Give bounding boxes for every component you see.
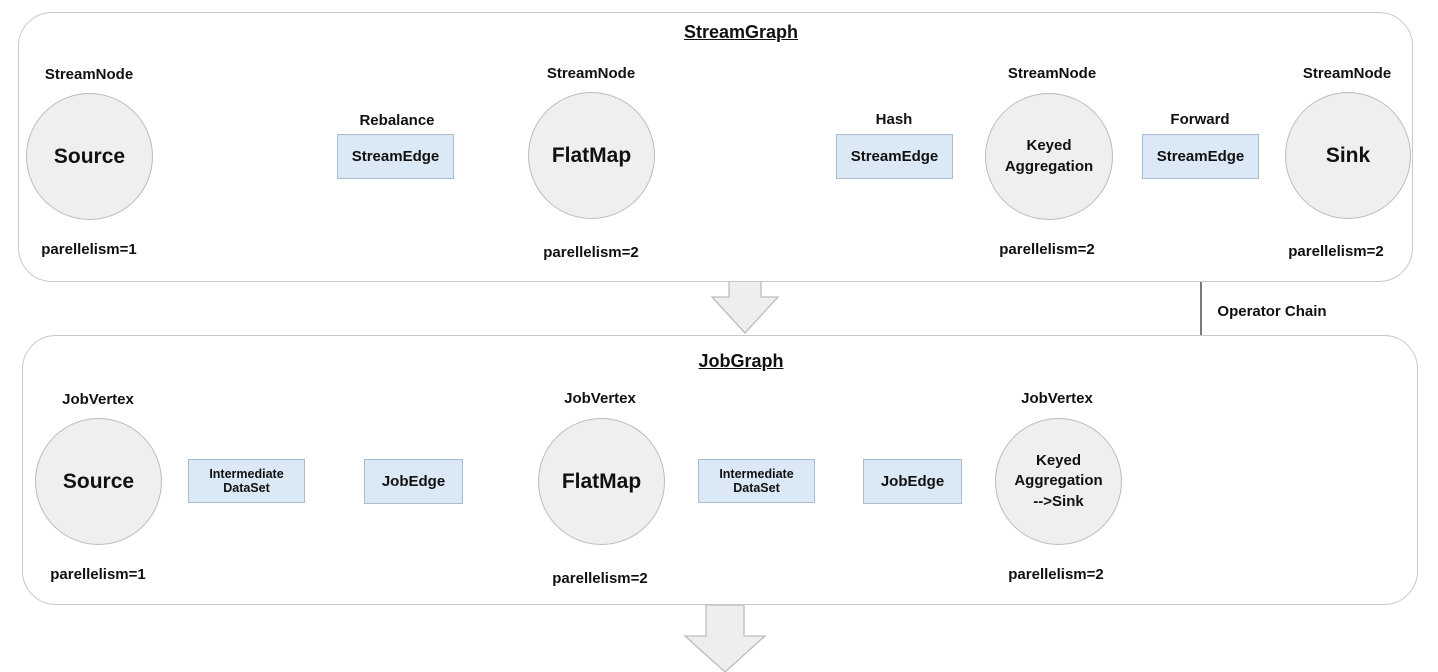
jobvertex-flatmap: FlatMap [538,418,665,545]
rebalance-label: Rebalance [359,112,435,129]
jobgraph-title: JobGraph [698,351,784,371]
streamnode-sink: Sink [1285,92,1411,219]
streamnode-sink-parallelism: parellelism=2 [1288,243,1384,260]
jobedge-1: JobEdge [364,459,463,504]
jobvertex-caption-flatmap: JobVertex [564,390,636,407]
streamedge-hash: StreamEdge [836,134,953,179]
hash-label: Hash [875,111,913,128]
intermediate-dataset-2-line1: Intermediate [719,466,794,481]
intermediate-dataset-1-line1: Intermediate [209,466,284,481]
jobvertex-flatmap-label: FlatMap [561,469,642,493]
streamnode-caption-flatmap: StreamNode [546,65,636,82]
jobvertex-source: Source [35,418,162,545]
streamnode-source-parallelism: parellelism=1 [41,241,137,258]
streamnode-caption-sink: StreamNode [1302,65,1392,82]
streamnode-flatmap-label: FlatMap [551,143,632,167]
jobvertex-caption-source: JobVertex [62,391,134,408]
intermediate-dataset-2-line2: DataSet [733,481,780,495]
streamnode-flatmap: FlatMap [528,92,655,219]
operator-chain-label: Operator Chain [1217,303,1327,320]
jobvertex-keyed-line1: Keyed [1035,452,1082,470]
streamnode-sink-label: Sink [1325,143,1371,167]
intermediate-dataset-2: Intermediate DataSet [698,459,815,503]
intermediate-dataset-1: Intermediate DataSet [188,459,305,503]
intermediate-dataset-1-line2: DataSet [223,481,270,495]
jobedge-2: JobEdge [863,459,962,504]
streamnode-flatmap-parallelism: parellelism=2 [543,244,639,261]
down-arrow-job-to-next [683,604,767,672]
jobvertex-keyed-aggregation-sink: Keyed Aggregation -->Sink [995,418,1122,545]
streamnode-caption-source: StreamNode [44,66,134,83]
streamedge-forward: StreamEdge [1142,134,1259,179]
streamnode-keyed-line1: Keyed [1026,137,1072,155]
streamnode-caption-keyed: StreamNode [1007,65,1097,82]
jobvertex-source-label: Source [62,469,135,493]
jobvertex-flatmap-parallelism: parellelism=2 [552,570,648,587]
streamedge-rebalance: StreamEdge [337,134,454,179]
jobvertex-keyed-line2: Aggregation [1014,472,1103,490]
jobvertex-source-parallelism: parellelism=1 [50,566,146,583]
streamnode-source: Source [26,93,153,220]
jobvertex-caption-keyed-sink: JobVertex [1021,390,1093,407]
jobvertex-keyed-sink-parallelism: parellelism=2 [1008,566,1104,583]
streamnode-keyed-aggregation: Keyed Aggregation [985,93,1113,220]
streamnode-keyed-line2: Aggregation [1004,157,1094,175]
forward-label: Forward [1170,111,1230,128]
jobvertex-keyed-line3: -->Sink [1033,492,1084,510]
streamnode-keyed-parallelism: parellelism=2 [999,241,1095,258]
streamnode-source-label: Source [53,144,126,168]
streamgraph-title: StreamGraph [683,22,799,42]
